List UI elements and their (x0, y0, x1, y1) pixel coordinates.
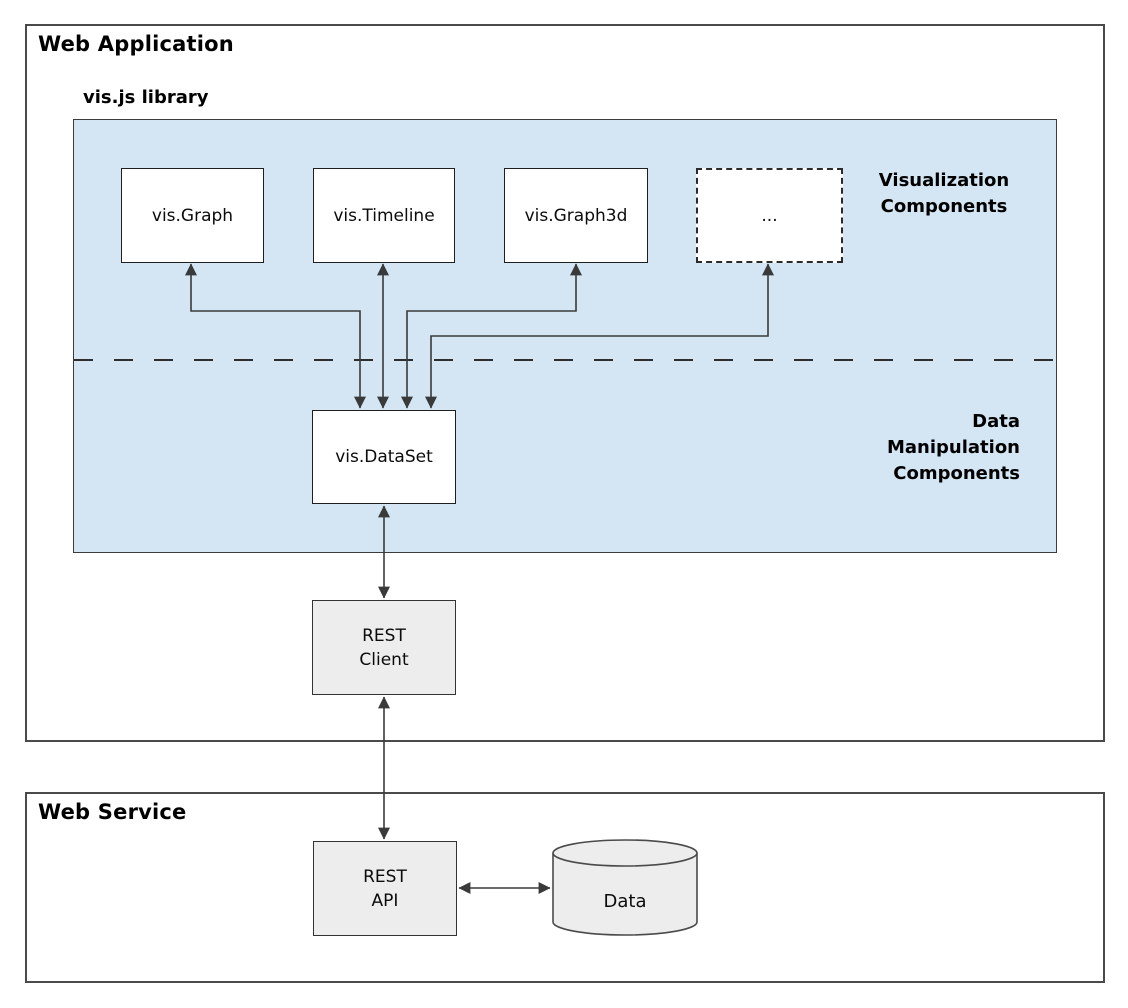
node-vis-timeline: vis.Timeline (313, 168, 455, 263)
visualization-components-label: Visualization Components (878, 170, 1010, 217)
web-service-title: Web Service (38, 800, 187, 824)
node-rest-api: REST API (313, 841, 457, 936)
web-application-container: Web Application (25, 24, 1105, 742)
node-vis-dataset: vis.DataSet (312, 410, 456, 504)
node-vis-graph3d: vis.Graph3d (504, 168, 648, 263)
database-cylinder-icon (552, 839, 698, 936)
visjs-library-label: vis.js library (83, 87, 209, 108)
web-service-container: Web Service (25, 792, 1105, 983)
data-manipulation-components-label: Data Manipulation Components (886, 411, 1020, 484)
node-more-components: ... (696, 168, 843, 263)
node-data-store: Data (552, 839, 698, 937)
node-rest-client: REST Client (312, 600, 456, 695)
node-vis-graph: vis.Graph (121, 168, 264, 263)
data-store-label: Data (603, 890, 647, 912)
web-application-title: Web Application (38, 32, 234, 56)
